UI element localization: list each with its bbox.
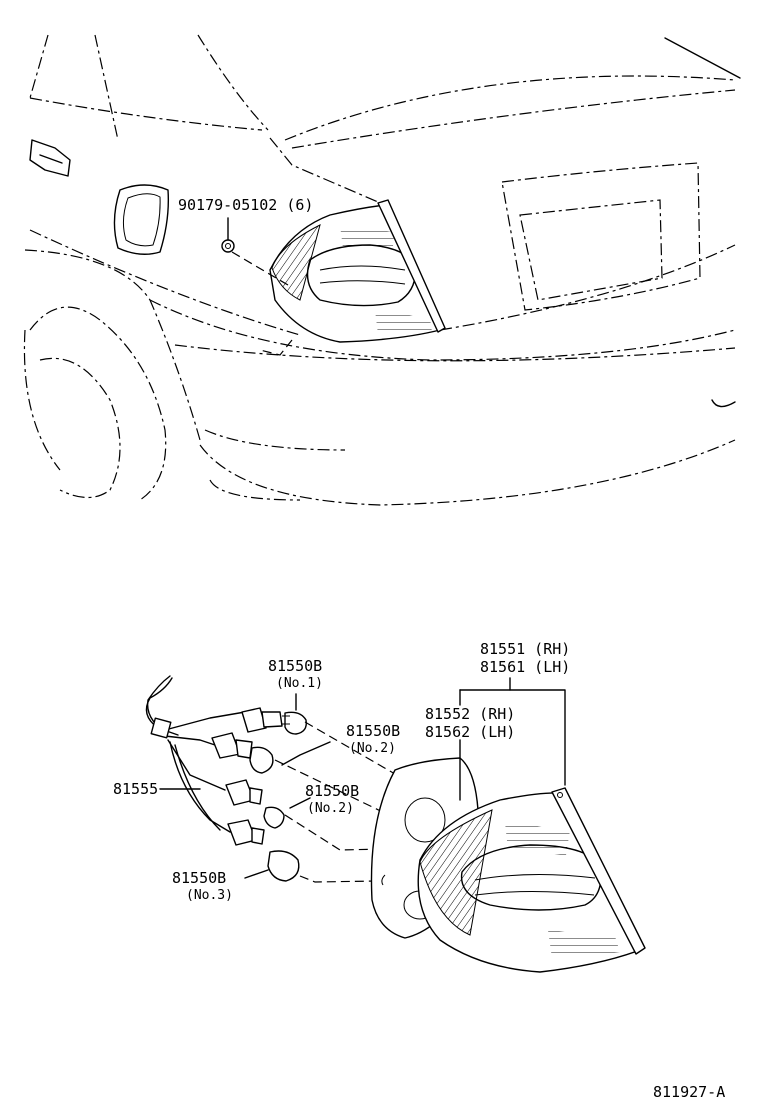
car-rear-illustration <box>23 34 741 506</box>
label-lens-rh: 81552 (RH) <box>425 705 516 723</box>
label-socket-part: 81555 <box>113 780 159 798</box>
label-bulb-no1-note: (No.1) <box>276 676 323 691</box>
label-bulb-no3-note: (No.3) <box>186 888 233 903</box>
label-bulb-no1-part: 81550B <box>268 657 323 675</box>
label-lamp-assy-rh: 81551 (RH) <box>480 640 571 658</box>
label-nut-part-number: 90179-05102 (6) <box>178 196 314 214</box>
label-lens-lh: 81562 (LH) <box>425 723 516 741</box>
label-bulb-no2a-part: 81550B <box>346 722 401 740</box>
label-bulb-no3-part: 81550B <box>172 869 227 887</box>
lamp-exploded-illustration <box>145 217 646 973</box>
label-bulb-no2a-note: (No.2) <box>349 741 396 756</box>
label-bulb-no2b-part: 81550B <box>305 782 360 800</box>
label-lamp-assy-lh: 81561 (LH) <box>480 658 571 676</box>
label-bulb-no2b-note: (No.2) <box>307 801 354 816</box>
figure-id: 811927-A <box>653 1083 726 1101</box>
